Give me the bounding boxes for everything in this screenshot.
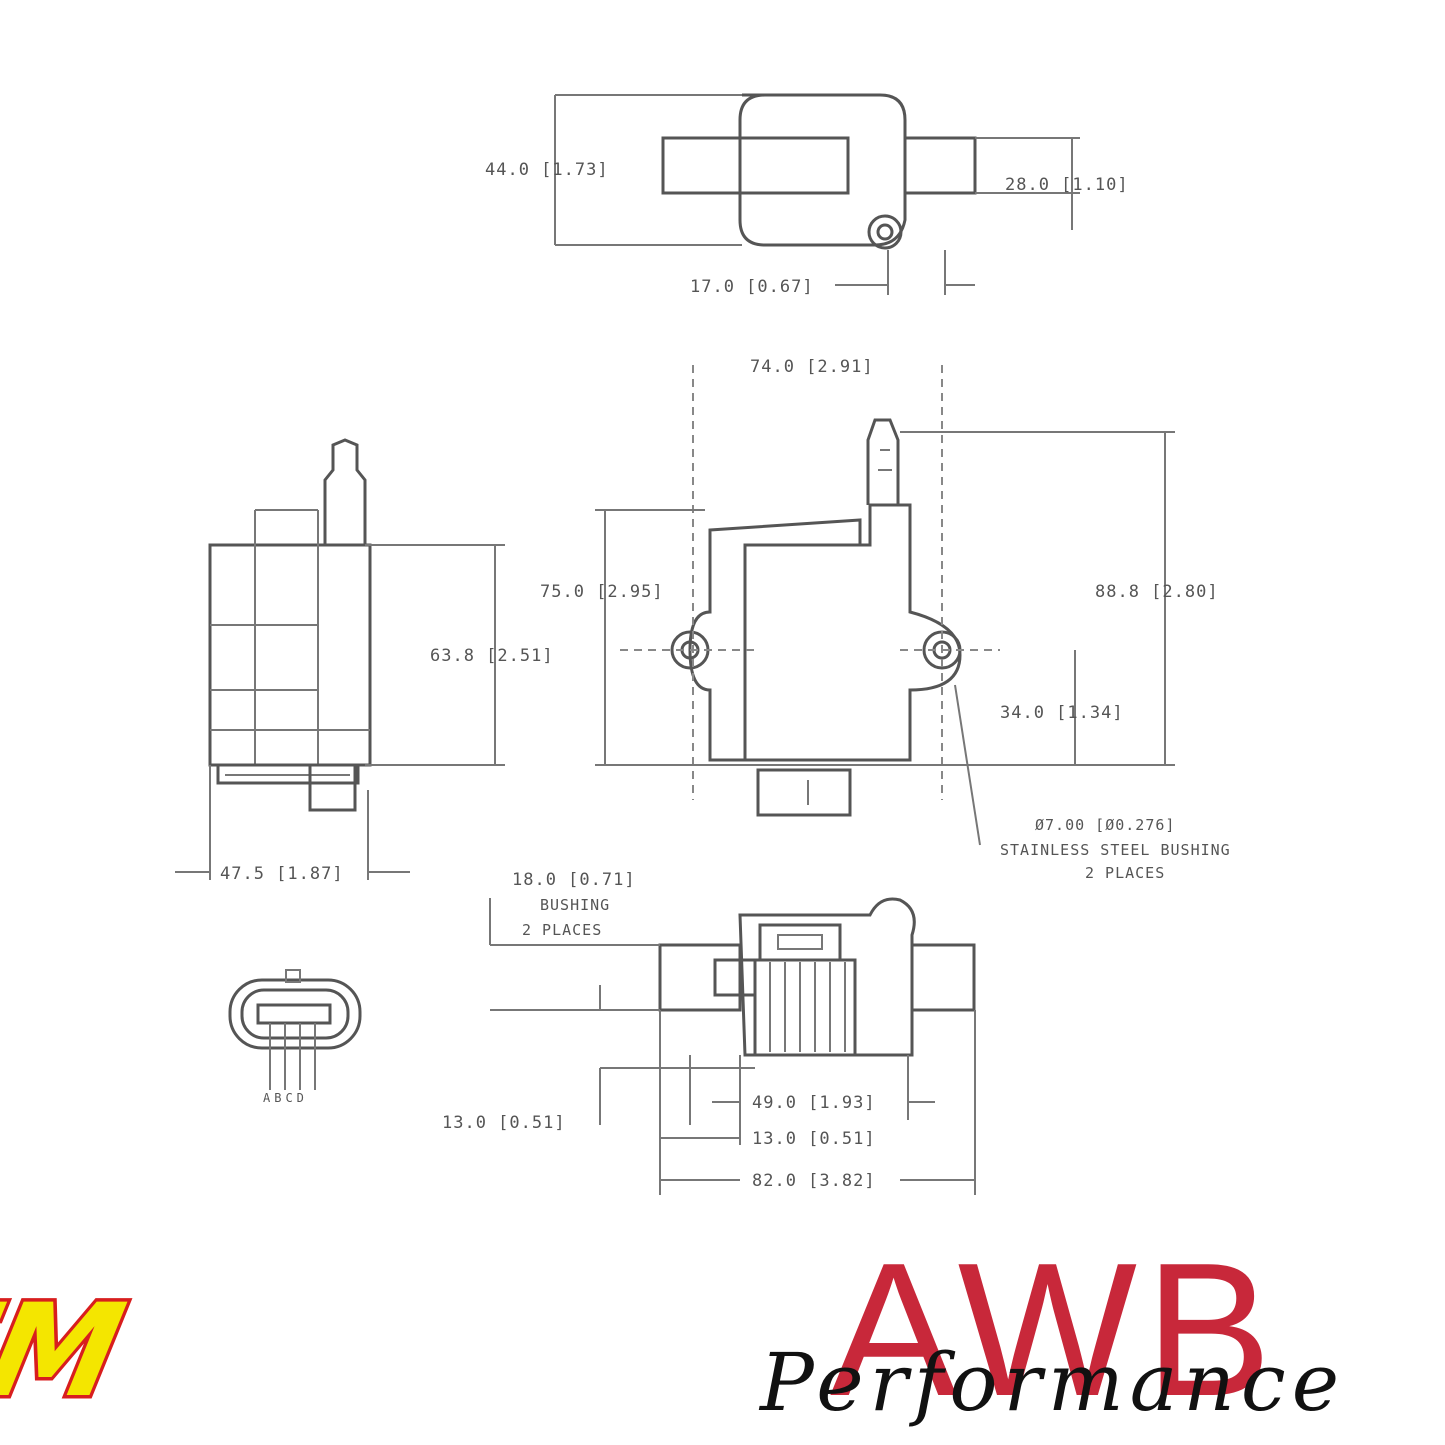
- connector-pins: ABCD: [263, 1091, 308, 1105]
- awb-performance-logo: AWB Performance: [758, 1224, 1345, 1436]
- connector-view: [228, 969, 362, 1090]
- bushing-note-line3: 2 PLACES: [1085, 864, 1165, 882]
- top-view: [554, 93, 1080, 295]
- dim-front-width: 74.0 [2.91]: [750, 357, 874, 377]
- front-view: [595, 365, 1175, 846]
- dim-front-height-left: 75.0 [2.95]: [540, 582, 664, 602]
- dim-bottom-bushing-2: BUSHING: [540, 896, 610, 914]
- dim-bottom-total-width: 82.0 [3.82]: [752, 1171, 876, 1191]
- bottom-view: [489, 897, 976, 1195]
- dim-front-bushing-height: 34.0 [1.34]: [1000, 703, 1124, 723]
- dim-top-height: 44.0 [1.73]: [485, 160, 609, 180]
- dim-side-height: 63.8 [2.51]: [430, 646, 554, 666]
- performance-logo-text: Performance: [758, 1336, 1345, 1429]
- dim-bottom-bushing-3: 2 PLACES: [522, 921, 602, 939]
- awb-logo-text: AWB: [830, 1224, 1280, 1436]
- dim-bottom-offset-small: 13.0 [0.51]: [752, 1129, 876, 1149]
- dim-top-offset: 17.0 [0.67]: [690, 277, 814, 297]
- dim-bottom-bushing-1: 18.0 [0.71]: [512, 870, 636, 890]
- side-view: [175, 438, 505, 880]
- dim-side-width: 47.5 [1.87]: [220, 864, 344, 884]
- dim-bottom-left-offset: 13.0 [0.51]: [442, 1113, 566, 1133]
- aem-logo-text: AEM: [0, 1276, 134, 1425]
- aem-logo: AEM: [0, 1273, 137, 1429]
- bushing-note-line2: STAINLESS STEEL BUSHING: [1000, 841, 1231, 859]
- dim-top-right-height: 28.0 [1.10]: [1005, 175, 1129, 195]
- dim-bottom-width-inner: 49.0 [1.93]: [752, 1093, 876, 1113]
- dim-front-height-right: 88.8 [2.80]: [1095, 582, 1219, 602]
- bushing-note-line1: Ø7.00 [Ø0.276]: [1035, 816, 1175, 834]
